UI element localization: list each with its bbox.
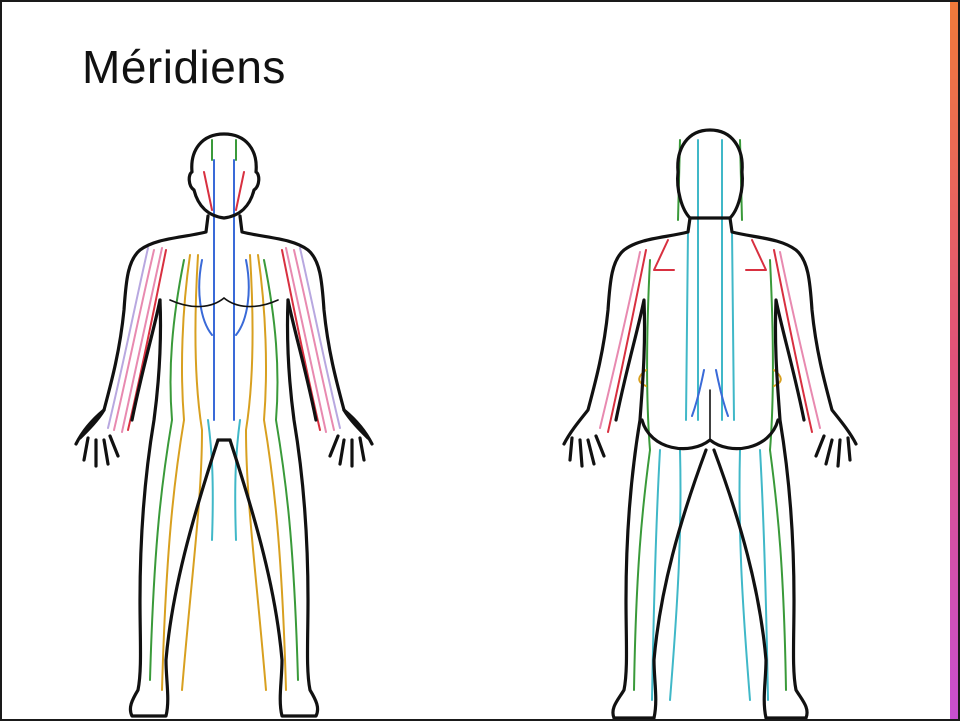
front-body-figure [62, 120, 382, 720]
front-body-diagram [62, 120, 382, 720]
back-body-outline [564, 130, 856, 718]
slide-title: Méridiens [82, 40, 286, 94]
front-meridians [108, 140, 340, 690]
back-body-diagram [550, 120, 870, 720]
back-body-figure [550, 120, 870, 720]
accent-bar [950, 2, 958, 719]
front-body-outline [76, 134, 372, 716]
